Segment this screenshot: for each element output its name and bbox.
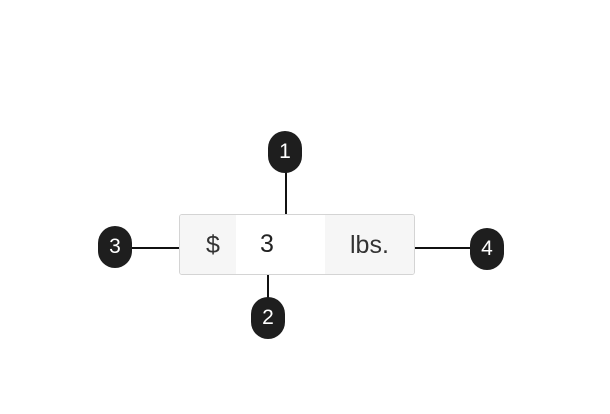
marker-1: 1 [268,131,302,173]
marker-2: 2 [251,297,285,339]
callout-line-2 [267,258,269,300]
text-field-input[interactable] [236,215,325,274]
callout-line-4 [402,247,472,249]
text-field-suffix: lbs. [325,215,414,274]
text-field-prefix: $ [180,215,236,274]
callout-line-1 [285,170,287,214]
text-field-container: $ lbs. [179,214,415,275]
callout-line-3 [131,247,199,249]
marker-3: 3 [98,226,132,268]
marker-4: 4 [470,228,504,270]
